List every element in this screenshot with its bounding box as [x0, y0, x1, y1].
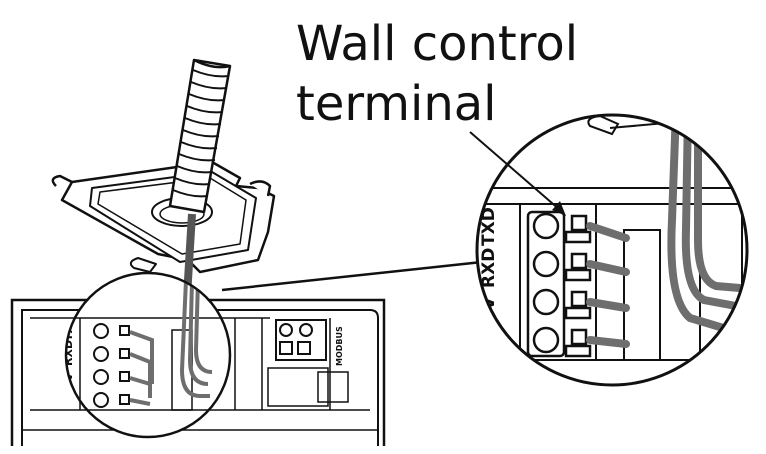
small-wires — [129, 279, 213, 406]
small-label-rxd: RXD — [62, 340, 75, 366]
small-highlight-circle — [64, 271, 232, 439]
conduit — [168, 58, 232, 214]
mounting-bracket — [51, 160, 276, 274]
big-highlight-circle — [475, 113, 749, 387]
big-terminal-block — [526, 210, 592, 358]
adjacent-terminal-block — [275, 319, 327, 361]
adjacent-block-label: MODBUS — [335, 326, 344, 366]
callout-label: Wall control terminal — [296, 14, 578, 134]
small-terminal-block — [93, 323, 130, 408]
big-wires — [586, 115, 744, 348]
callout-arrowhead — [552, 201, 566, 216]
callout-label-line2: terminal — [296, 76, 497, 132]
callout-leader — [469, 131, 566, 216]
callout-label-line1: Wall control — [296, 16, 579, 72]
small-terminal-labels: 5V 0V RXD TXD — [62, 316, 75, 412]
big-label-txd: TXD — [479, 207, 499, 246]
big-label-rxd: RXD — [479, 248, 499, 288]
zoom-connector-line — [221, 260, 483, 292]
